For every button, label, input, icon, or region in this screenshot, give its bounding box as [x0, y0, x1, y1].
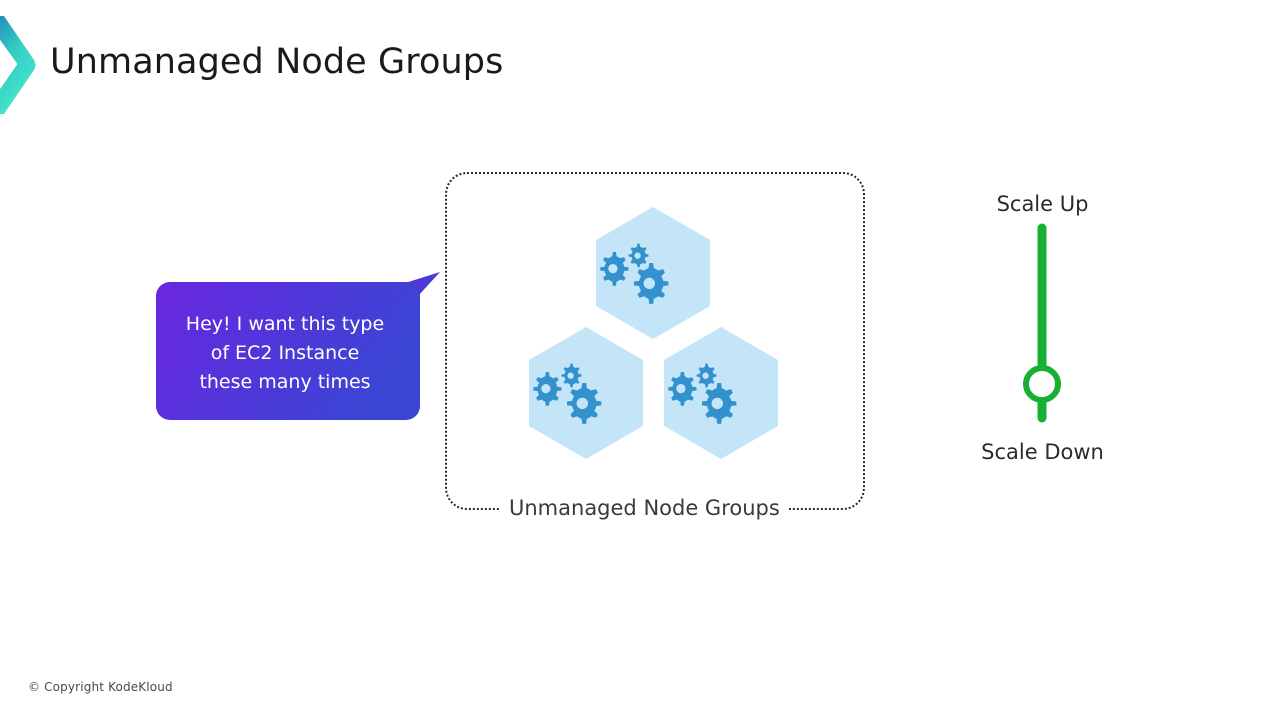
node-hexagon-bottom-left — [529, 327, 643, 459]
speech-bubble: Hey! I want this type of EC2 Instance th… — [150, 262, 450, 427]
scale-slider-knob[interactable] — [1023, 365, 1061, 403]
scale-slider-control[interactable]: Scale Up Scale Down — [940, 190, 1145, 480]
speech-bubble-shape — [156, 272, 440, 420]
brand-logo-chevron-icon — [0, 16, 36, 114]
node-hexagon-bottom-right — [664, 327, 778, 459]
node-hexagon-cluster — [529, 207, 778, 459]
speech-bubble-line-1: Hey! I want this type — [185, 313, 385, 335]
scale-slider-track[interactable] — [940, 222, 1145, 434]
scale-down-label: Scale Down — [981, 440, 1104, 464]
copyright-notice: © Copyright KodeKloud — [28, 680, 173, 694]
scale-up-label: Scale Up — [996, 192, 1089, 216]
node-group-caption: Unmanaged Node Groups — [500, 494, 789, 522]
speech-bubble-line-3: these many times — [199, 371, 371, 393]
page-title: Unmanaged Node Groups — [50, 42, 504, 82]
speech-bubble-line-2: of EC2 Instance — [210, 342, 360, 364]
speech-bubble-text: Hey! I want this type of EC2 Instance th… — [156, 310, 414, 397]
node-hexagon-top — [596, 207, 710, 339]
